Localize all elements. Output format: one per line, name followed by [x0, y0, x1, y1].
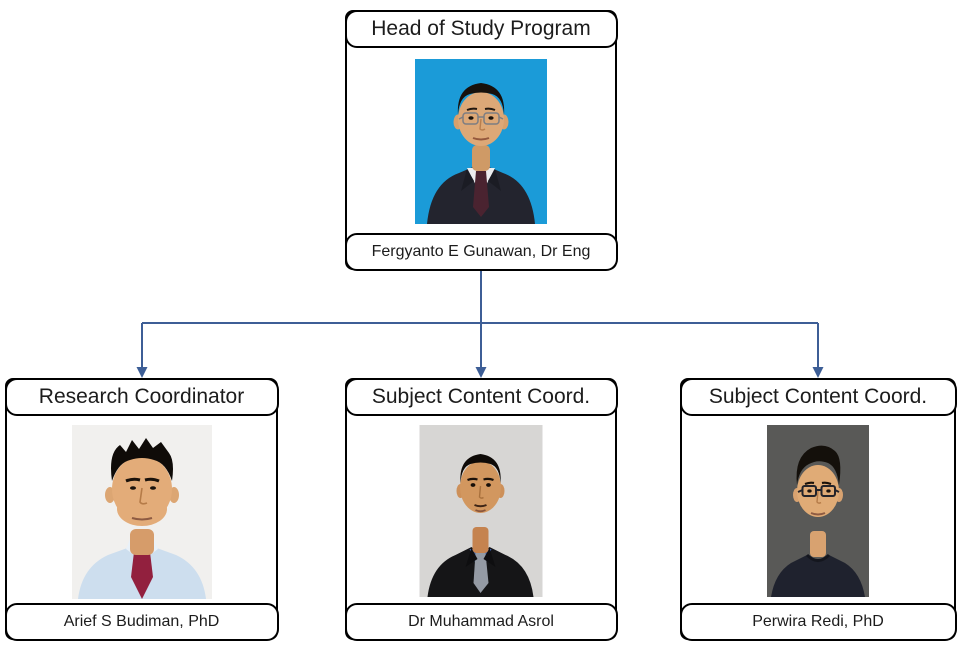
portrait-image: [415, 59, 547, 224]
person-name-bar: Arief S Budiman, PhD: [4, 602, 279, 641]
org-node-research-coordinator: Research Coordinator: [4, 377, 279, 641]
portrait-image: [767, 425, 869, 597]
org-node-subject-content-coord-2: Subject Content Coord.: [679, 377, 957, 641]
role-title: Research Coordinator: [38, 385, 245, 408]
role-title-bar: Head of Study Program: [344, 9, 618, 48]
role-title: Head of Study Program: [371, 17, 591, 40]
photo-perwira: [767, 425, 869, 597]
person-name: Perwira Redi, PhD: [752, 612, 884, 630]
person-name-bar: Dr Muhammad Asrol: [344, 602, 618, 641]
role-title-bar: Subject Content Coord.: [344, 377, 618, 416]
role-title: Subject Content Coord.: [371, 385, 591, 408]
portrait-image: [71, 425, 212, 599]
org-node-head-of-study-program: Head of Study Program: [344, 9, 618, 271]
person-name: Fergyanto E Gunawan, Dr Eng: [371, 242, 591, 260]
org-node-subject-content-coord-1: Subject Content Coord.: [344, 377, 618, 641]
arrowhead-center-icon: [475, 367, 487, 378]
arrowhead-right-icon: [812, 367, 824, 378]
arrowhead-left-icon: [136, 367, 148, 378]
photo-arief: [71, 425, 212, 599]
person-name-bar: Perwira Redi, PhD: [679, 602, 957, 641]
portrait-image: [419, 425, 543, 597]
person-name-bar: Fergyanto E Gunawan, Dr Eng: [344, 232, 618, 271]
photo-asrol: [419, 425, 543, 597]
role-title-bar: Research Coordinator: [4, 377, 279, 416]
photo-fergyanto: [415, 59, 548, 224]
role-title-bar: Subject Content Coord.: [679, 377, 957, 416]
person-name: Arief S Budiman, PhD: [63, 612, 220, 630]
role-title: Subject Content Coord.: [708, 385, 928, 408]
person-name: Dr Muhammad Asrol: [408, 612, 554, 630]
